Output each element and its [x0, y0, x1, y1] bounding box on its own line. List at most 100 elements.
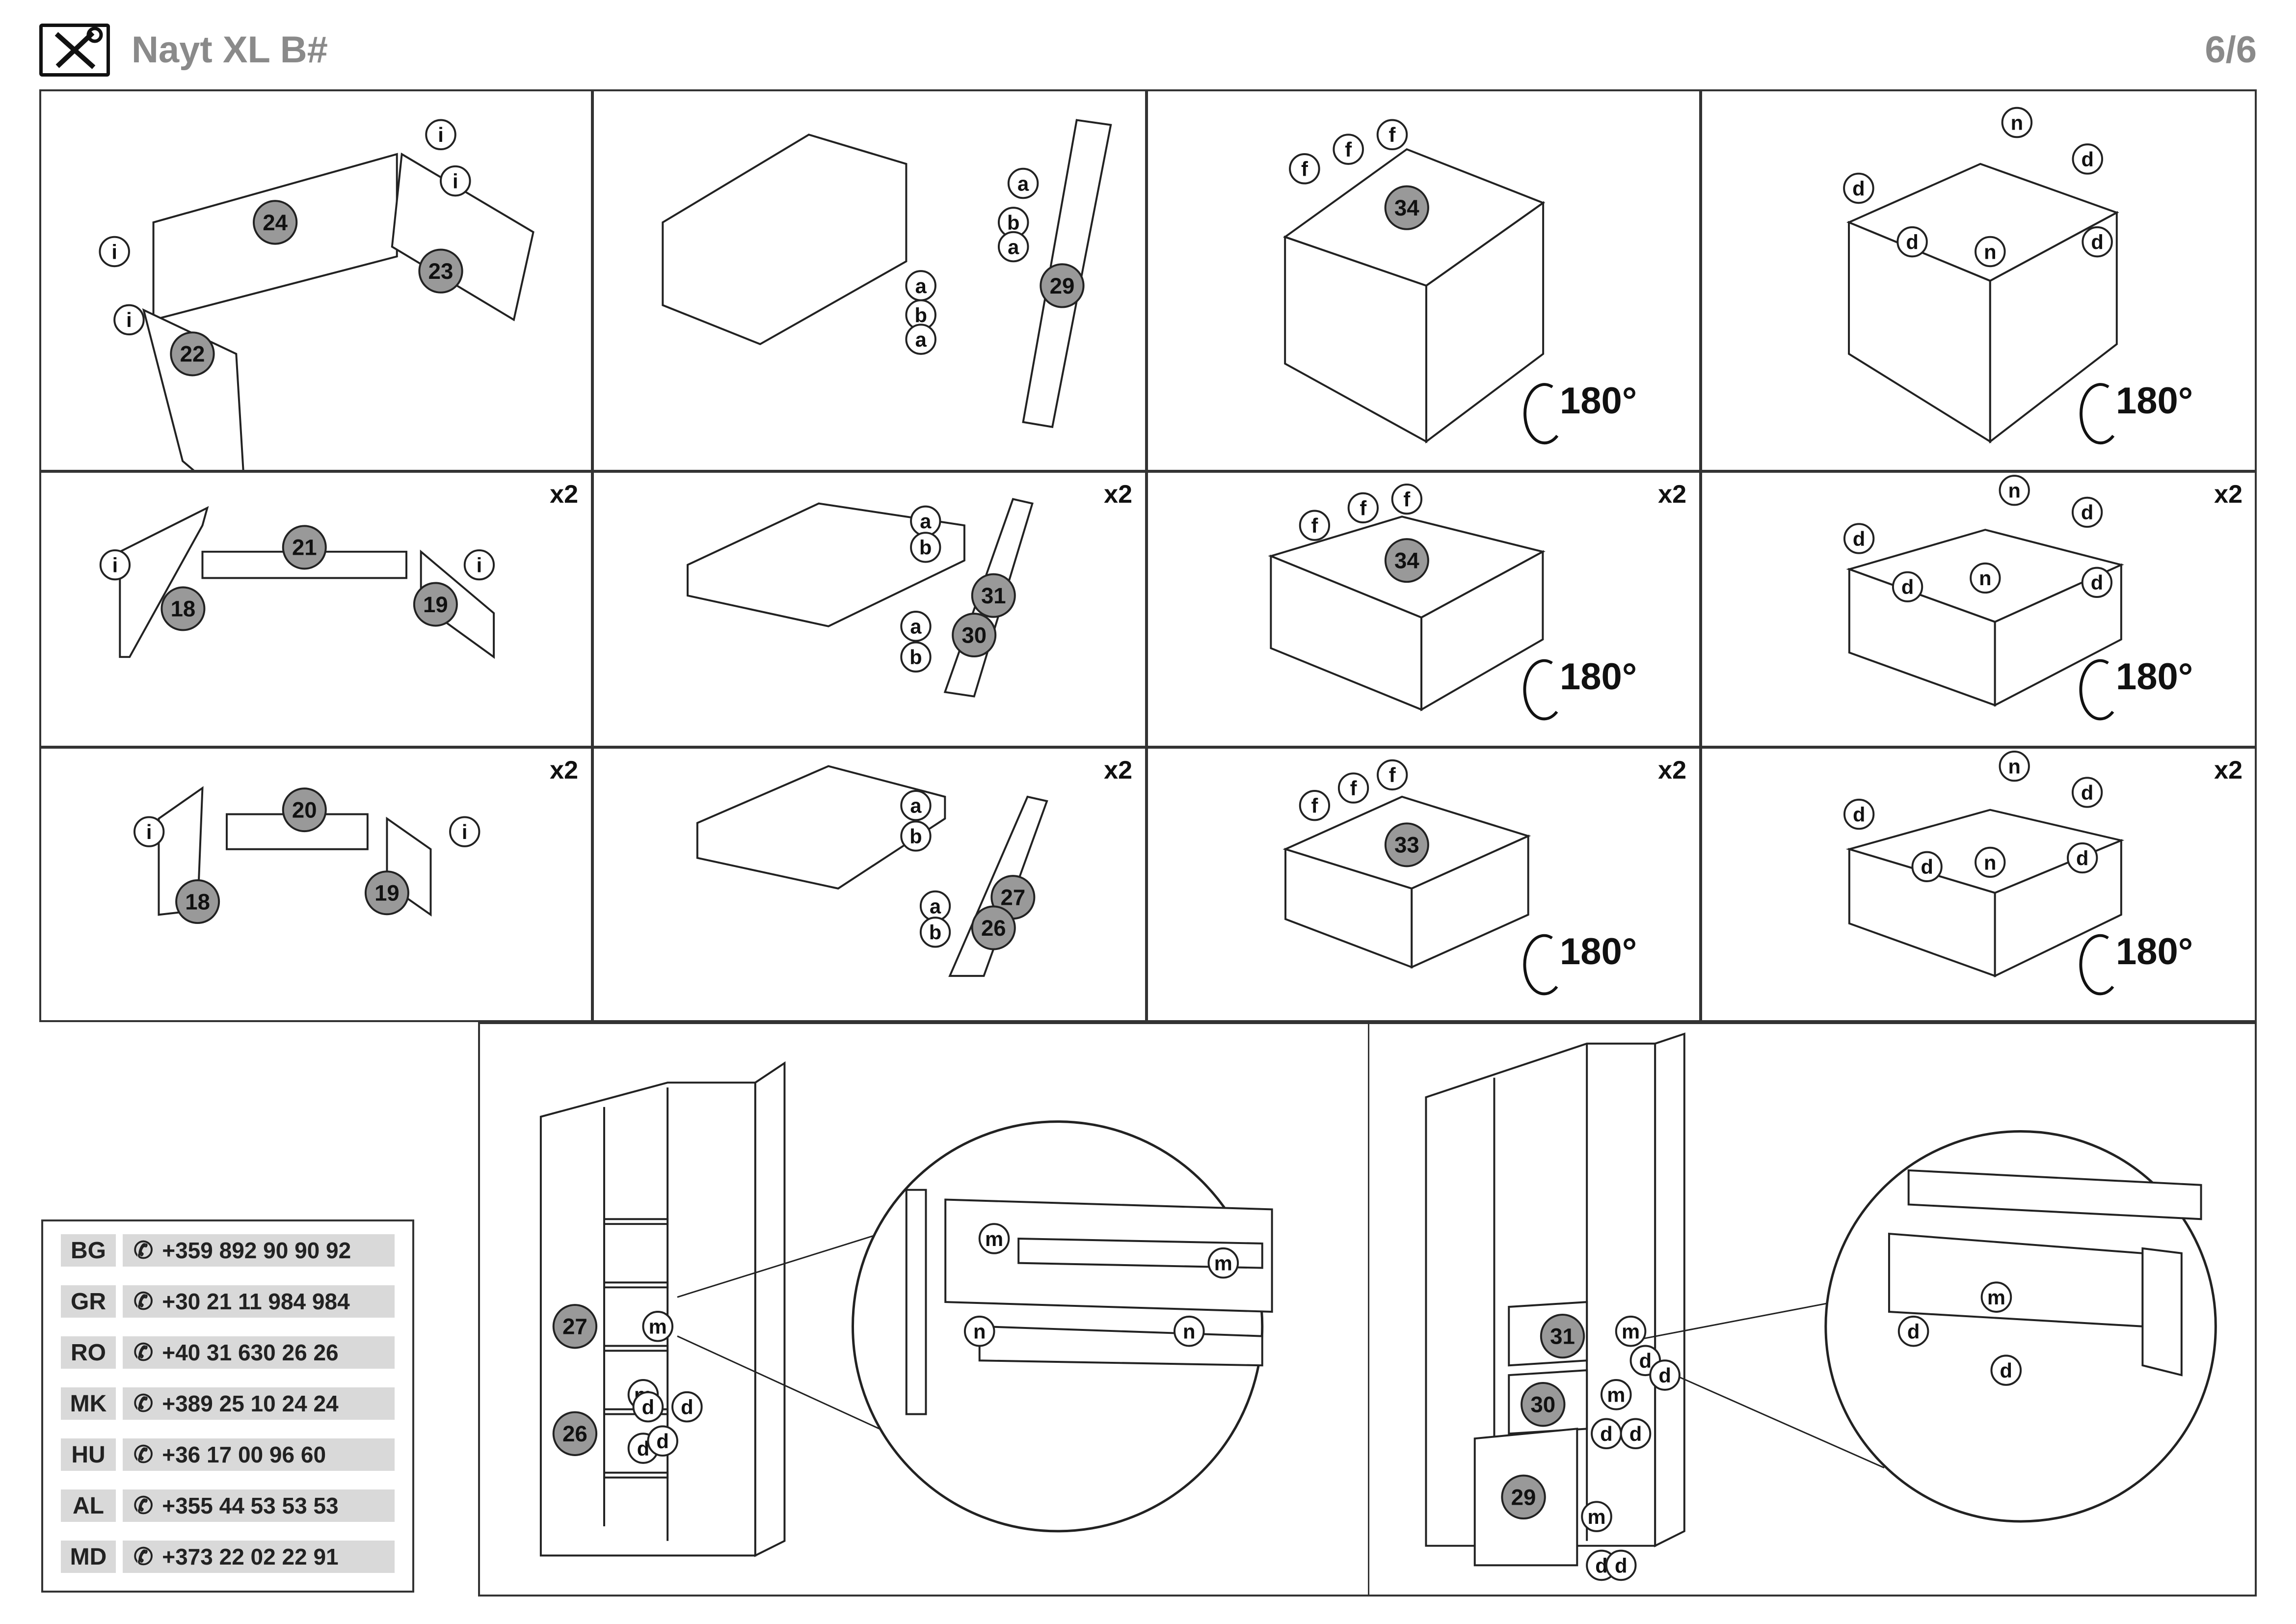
svg-text:30: 30: [1530, 1392, 1555, 1417]
contact-row: HU✆+36 17 00 96 60: [61, 1438, 395, 1471]
wardrobe-part: [2141, 1247, 2183, 1377]
phone-number[interactable]: ✆+359 892 90 90 92: [123, 1234, 395, 1267]
part-number-badge: 30: [952, 613, 997, 658]
svg-text:26: 26: [562, 1421, 587, 1446]
fitting-tag: n: [1999, 750, 2030, 782]
svg-text:20: 20: [292, 797, 317, 822]
svg-text:30: 30: [961, 623, 987, 648]
svg-text:f: f: [1311, 794, 1318, 817]
svg-text:18: 18: [185, 889, 210, 914]
fitting-tag: d: [2072, 143, 2104, 175]
svg-text:i: i: [146, 820, 152, 843]
phone-icon: ✆: [133, 1289, 154, 1315]
svg-text:b: b: [1007, 211, 1019, 234]
svg-text:d: d: [642, 1396, 654, 1419]
phone-number[interactable]: ✆+36 17 00 96 60: [123, 1438, 395, 1471]
svg-text:m: m: [1622, 1320, 1640, 1343]
rotate-arrow-icon: [1523, 934, 1558, 996]
fitting-tag: d: [1892, 571, 1923, 602]
contact-row: BG✆+359 892 90 90 92: [61, 1234, 395, 1267]
svg-text:n: n: [2008, 755, 2021, 778]
svg-text:b: b: [929, 921, 941, 944]
svg-text:d: d: [2081, 781, 2093, 804]
svg-text:b: b: [914, 303, 927, 326]
svg-text:d: d: [1921, 855, 1933, 878]
phone-icon: ✆: [133, 1391, 154, 1417]
magnifier-circle: [1824, 1130, 2217, 1523]
fitting-tag: d: [2071, 777, 2103, 808]
svg-text:i: i: [477, 553, 482, 576]
fitting-tag: m: [1980, 1281, 2012, 1313]
svg-text:a: a: [910, 794, 922, 817]
panel-part: [662, 134, 908, 346]
country-code: RO: [61, 1336, 116, 1369]
svg-text:f: f: [1403, 487, 1410, 511]
fitting-tag: d: [1605, 1549, 1637, 1581]
fitting-tag: i: [463, 549, 495, 581]
fitting-tag: d: [1990, 1354, 2022, 1386]
phone-icon: ✆: [133, 1544, 154, 1570]
part-number-badge: 27: [552, 1304, 598, 1349]
fitting-tag: a: [900, 611, 932, 642]
phone-number[interactable]: ✆+40 31 630 26 26: [123, 1336, 395, 1369]
svg-text:f: f: [1360, 496, 1366, 519]
phone-text: +373 22 02 22 91: [162, 1544, 339, 1570]
phone-icon: ✆: [133, 1340, 154, 1366]
part-number-badge: 18: [175, 879, 220, 924]
phone-number[interactable]: ✆+355 44 53 53 53: [123, 1489, 395, 1522]
svg-text:19: 19: [423, 592, 448, 617]
rotate-180-label: 180°: [1560, 380, 1637, 422]
svg-text:a: a: [1008, 235, 1019, 258]
phone-icon: ✆: [133, 1493, 154, 1519]
fitting-tag: d: [2082, 226, 2113, 258]
svg-text:d: d: [2081, 501, 2093, 524]
svg-text:27: 27: [1001, 885, 1026, 910]
svg-text:34: 34: [1394, 548, 1419, 573]
part-number-badge: 21: [282, 525, 327, 570]
svg-text:b: b: [909, 646, 922, 669]
rotate-arrow-icon: [2079, 934, 2114, 996]
drawer-slide-diagram: 2726mmddddmmnn: [539, 1061, 1273, 1557]
panel-part: [1425, 201, 1545, 444]
panel-part: [1411, 834, 1529, 969]
tools-icon: [39, 24, 110, 77]
svg-text:m: m: [1214, 1252, 1232, 1275]
svg-text:24: 24: [263, 210, 288, 235]
svg-text:i: i: [453, 169, 458, 192]
svg-text:f: f: [1389, 763, 1396, 786]
phone-number[interactable]: ✆ +373 22 02 22 91: [123, 1541, 395, 1573]
quantity-label: x2: [1104, 756, 1132, 785]
fitting-tag: n: [1173, 1315, 1205, 1347]
panel-part: [391, 152, 534, 322]
fitting-tag: d: [1591, 1418, 1622, 1450]
part-number-badge: 26: [971, 905, 1016, 950]
fitting-tag: d: [2071, 496, 2103, 528]
part-number-badge: 19: [413, 582, 458, 627]
fitting-tag: d: [1843, 798, 1875, 830]
phone-number[interactable]: ✆+389 25 10 24 24: [123, 1387, 395, 1420]
svg-text:n: n: [973, 1320, 986, 1343]
svg-text:d: d: [2000, 1359, 2012, 1382]
svg-text:m: m: [985, 1227, 1003, 1250]
fitting-tag: m: [1600, 1379, 1632, 1410]
svg-text:i: i: [438, 123, 444, 146]
quantity-label: x2: [1658, 756, 1686, 785]
fitting-tag: a: [905, 324, 936, 355]
fitting-tag: a: [900, 790, 932, 821]
drawer-slide-detail-panel: 2726mmddddmmnn: [480, 1024, 1369, 1595]
part-number-badge: 34: [1384, 185, 1429, 230]
svg-text:m: m: [649, 1315, 667, 1338]
svg-text:d: d: [1639, 1349, 1652, 1372]
phone-text: +359 892 90 90 92: [162, 1238, 351, 1263]
svg-text:d: d: [2076, 846, 2088, 869]
svg-text:a: a: [915, 328, 927, 351]
phone-number[interactable]: ✆+30 21 11 984 984: [123, 1285, 395, 1318]
